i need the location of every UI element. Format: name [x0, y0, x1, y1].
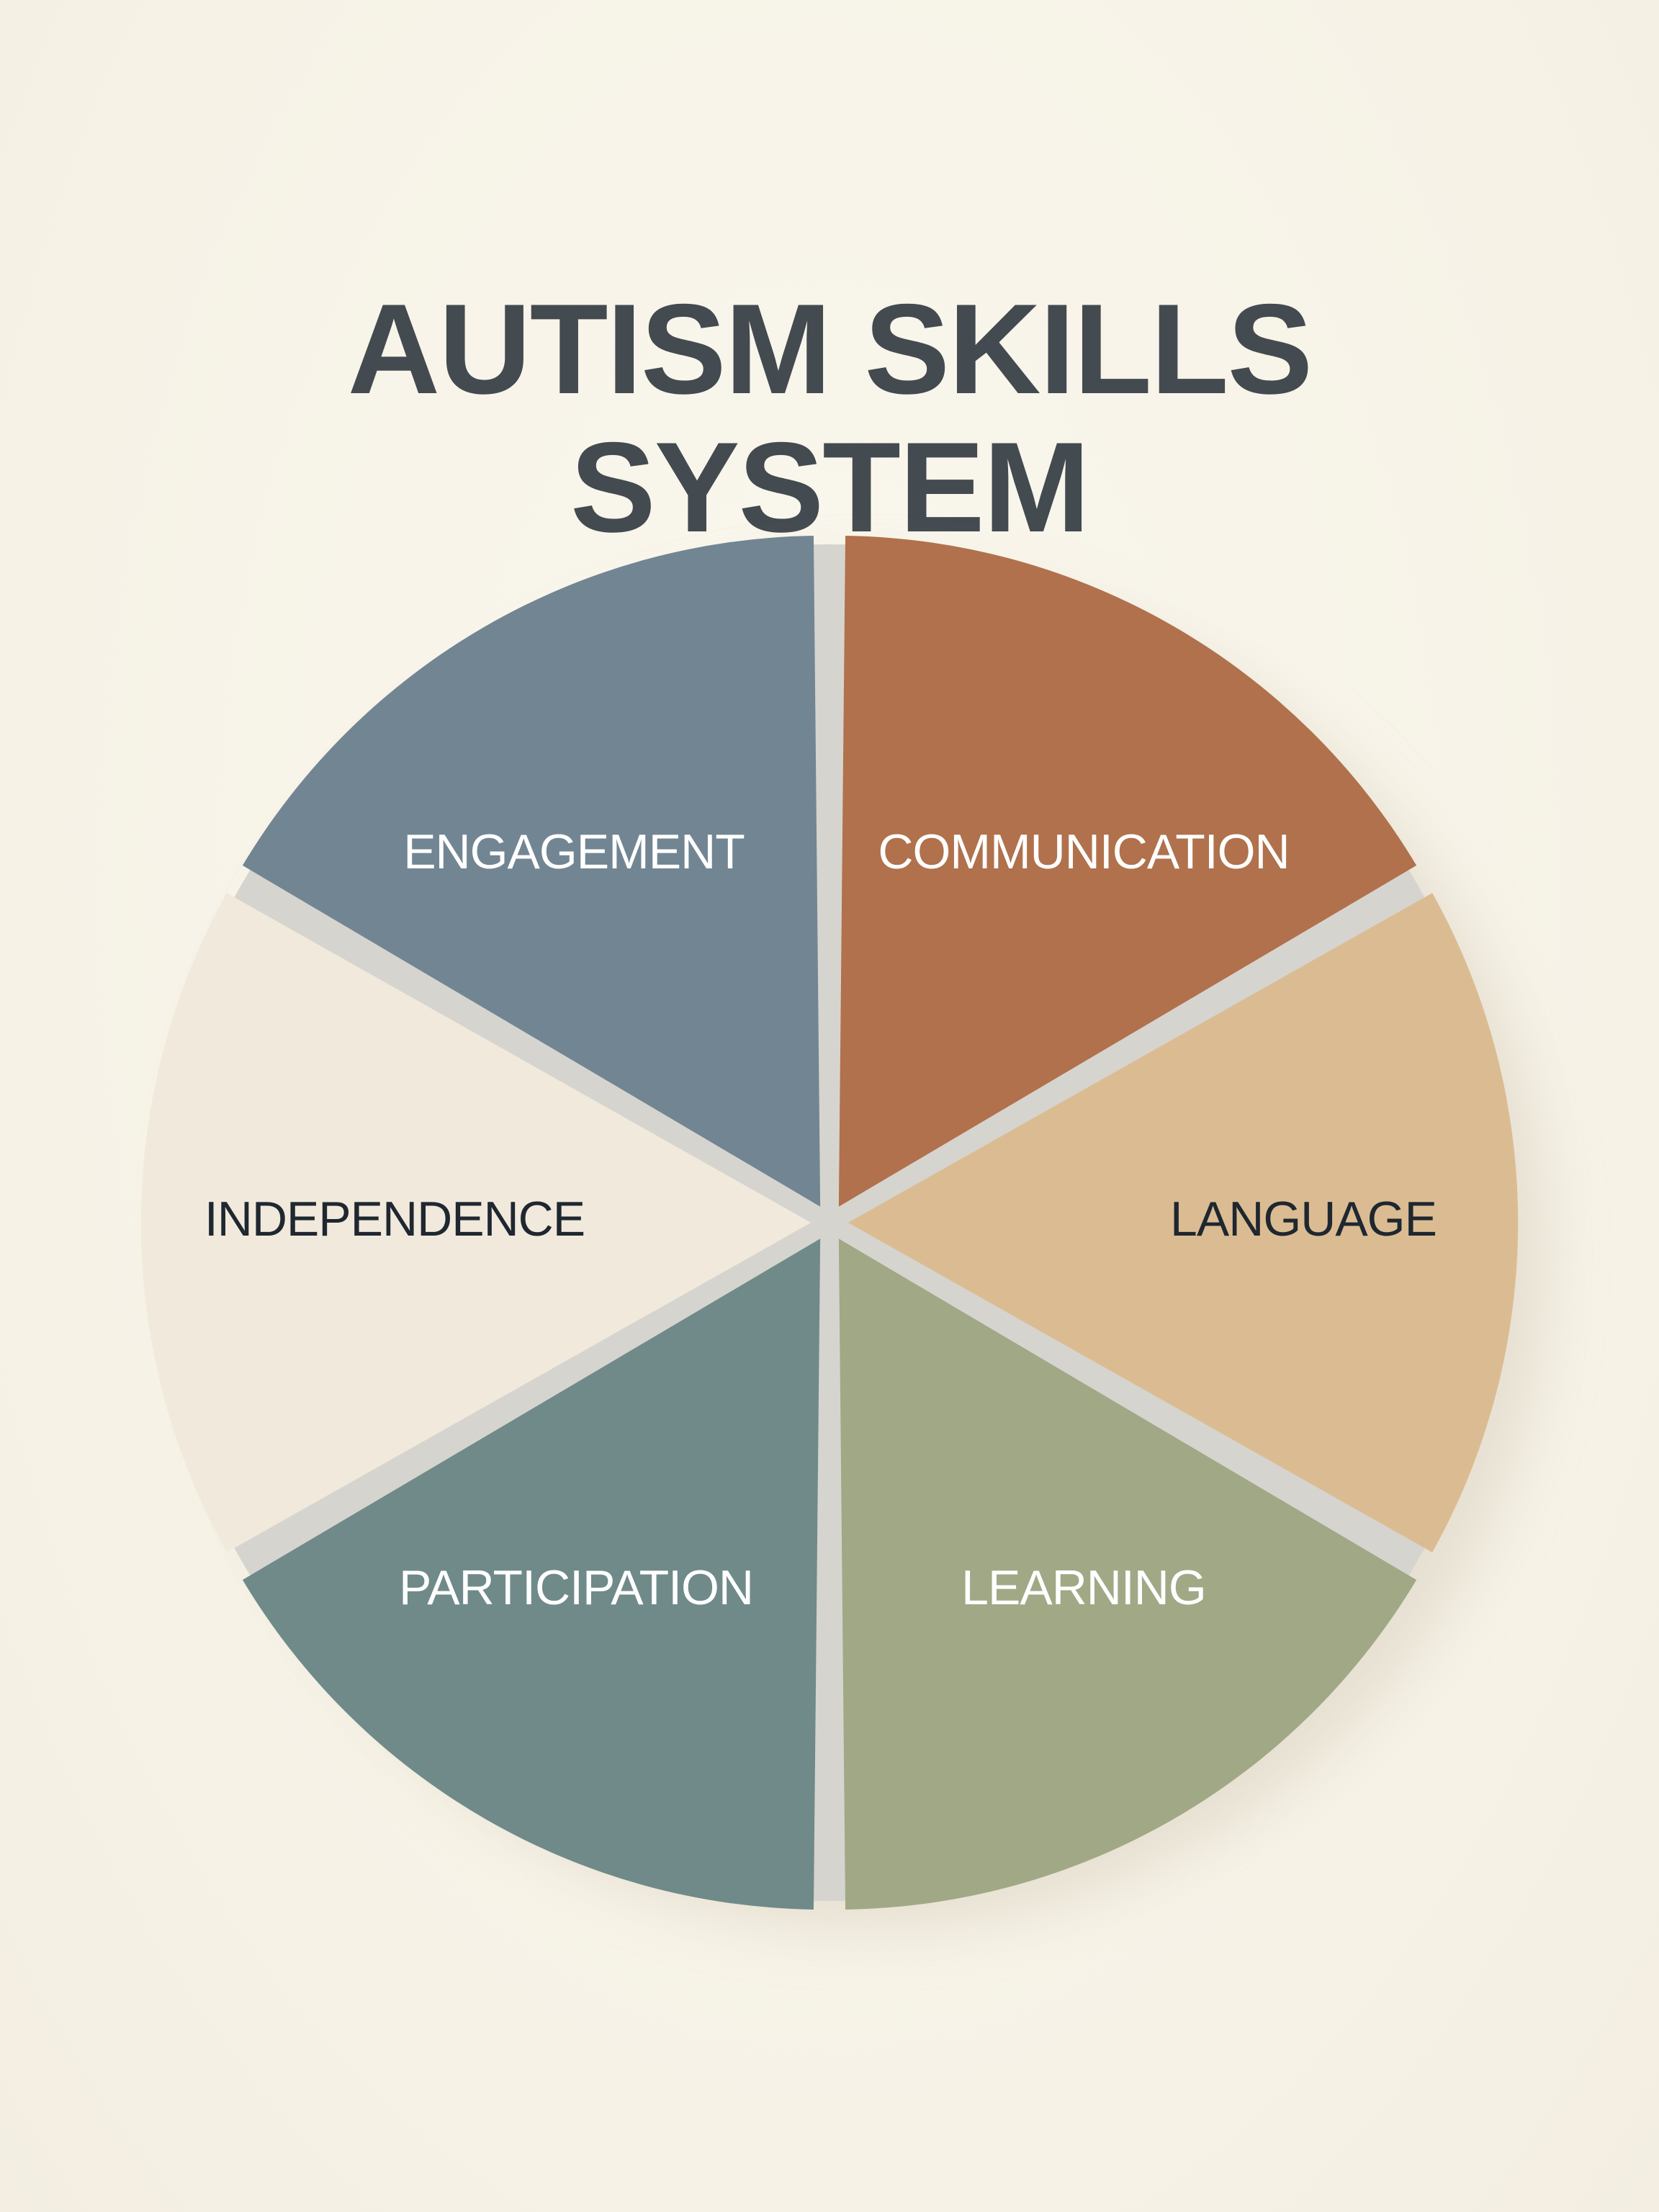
- pie-wedge-learning: [838, 1238, 1417, 1910]
- pie-wedges: [140, 536, 1519, 1910]
- page-title: AUTISM SKILLS SYSTEM: [0, 280, 1659, 557]
- pie-labels: COMMUNICATION LANGUAGE LEARNING PARTICIPATI…: [204, 824, 1437, 1615]
- pie-label-independence: INDEPENDENCE: [204, 1192, 585, 1246]
- pie-label-language: LANGUAGE: [1170, 1192, 1437, 1246]
- title-line-2: SYSTEM: [570, 415, 1090, 559]
- title-line-1: AUTISM SKILLS: [347, 277, 1313, 421]
- pie-wedge-language: [848, 893, 1519, 1552]
- pie-label-participation: PARTICIPATION: [399, 1560, 753, 1615]
- pie-label-engagement: ENGAGEMENT: [403, 824, 745, 879]
- pie-wedge-independence: [140, 893, 811, 1552]
- pie-label-learning: LEARNING: [961, 1560, 1206, 1615]
- pie-wedge-participation: [242, 1238, 821, 1910]
- pie-label-communication: COMMUNICATION: [878, 824, 1289, 879]
- pie-wedge-engagement: [242, 536, 821, 1207]
- pie-wedge-communication: [838, 536, 1417, 1207]
